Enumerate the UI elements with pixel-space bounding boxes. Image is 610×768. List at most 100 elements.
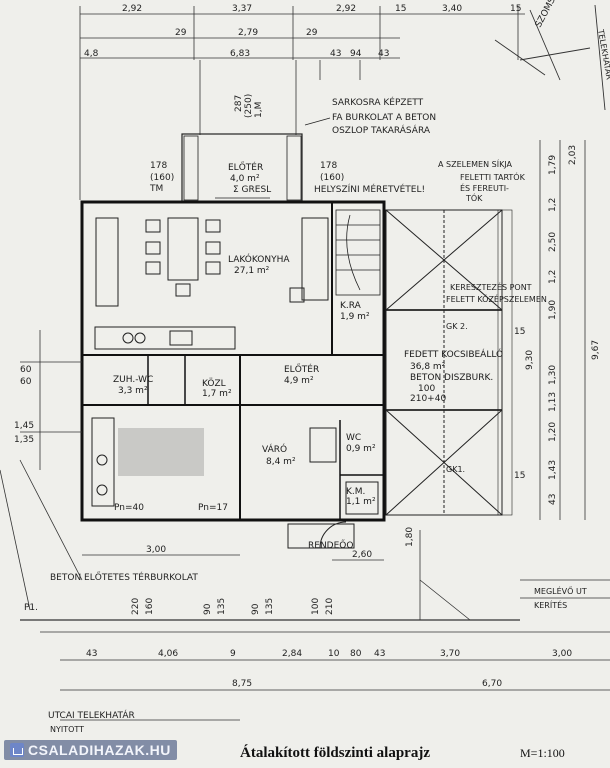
room-area-kamra: 1,9 m² <box>340 312 370 322</box>
room-name-eloter-mid: ELŐTÉR <box>284 363 319 375</box>
staircase <box>335 209 381 296</box>
section-p1: P1. <box>24 603 38 613</box>
label-gk2: GK 2. <box>446 322 468 331</box>
boundary-label: TELEKHATÁR <box>596 27 610 80</box>
dim-text: 94 <box>350 49 362 59</box>
room-name-varo: VÁRÓ <box>262 443 287 455</box>
dim-text: 1,90 <box>548 300 558 320</box>
logo-text: CSALADIHAZAK.HU <box>28 742 171 758</box>
dim-text: 3,37 <box>232 4 252 14</box>
dim-text: 3,40 <box>442 4 462 14</box>
room-area-wc: 0,9 m² <box>346 444 376 454</box>
note-p40: Pn=40 <box>114 503 144 513</box>
room-name-nappali: LAKÓKONYHA <box>228 253 290 265</box>
dim-text: TM <box>149 184 163 194</box>
note-kozepszelemen: FELETT KÖZÉPSZELEMEN <box>446 293 547 304</box>
room-name-kocsibeallo: FEDETT KOCSIBEÁLLÓ <box>404 348 503 360</box>
dim-text: 3,00 <box>552 649 572 659</box>
note-es-fereuti: ÉS FEREUTI- <box>460 182 509 193</box>
dim-text: 8,75 <box>232 679 252 689</box>
dim-text: 29 <box>175 28 187 38</box>
dim-text: 135 <box>217 598 227 615</box>
dim-text: 6,83 <box>230 49 250 59</box>
plan-scale: M=1:100 <box>520 746 565 760</box>
room-area-eloter-mid: 4,9 m² <box>284 376 314 386</box>
dim-text: 1,43 <box>548 460 558 480</box>
note-beton: BETON ELŐTETES TÉRBURKOLAT <box>50 571 198 583</box>
dim-text: 287 <box>234 95 244 112</box>
room-sub-kocsibeallo: BETON DISZBURK. <box>410 373 493 383</box>
dim-text: 43 <box>374 649 385 659</box>
dim-text: 15 <box>514 471 525 481</box>
leader-line <box>304 117 331 126</box>
note-feleti: FELETTI TARTÓK <box>460 171 526 182</box>
room-area-kocsibeallo: 36,8 m² <box>410 362 446 372</box>
dim-text: 135 <box>265 598 275 615</box>
note-szelemen: A SZELEMEN SÍKJA <box>438 158 513 169</box>
dim-text: 43 <box>548 494 558 505</box>
dim-text: 1,30 <box>548 365 558 385</box>
dim-text: 210+40 <box>410 394 446 404</box>
dim-text: 2,84 <box>282 649 302 659</box>
dim-text: 2,03 <box>568 145 578 165</box>
note-oszlop: OSZLOP TAKARÁSÁRA <box>332 124 431 136</box>
room-area-eloter-top: 4,0 m² <box>230 174 260 184</box>
dim-text: 1,45 <box>14 421 34 431</box>
room-name-kozl: KÖZL <box>202 378 226 389</box>
room-name-furdo: ZUH.-WC <box>113 375 153 385</box>
note-tok: TÓK <box>465 192 483 203</box>
note-keresztezes: KERESZTEZÉS PONT <box>450 281 532 292</box>
dim-text: 15 <box>510 4 521 14</box>
note-rendeco: RENDEŐO <box>308 540 353 551</box>
room-area-varo: 8,4 m² <box>266 457 296 467</box>
dim-text: 3,70 <box>440 649 460 659</box>
dim-text: (160) <box>320 173 344 183</box>
dim-text: 2,50 <box>548 232 558 252</box>
top-dimension-texts: 2,92 3,37 2,92 15 3,40 15 29 2,79 29 6,8… <box>84 4 521 59</box>
kitchen-furniture <box>94 217 329 350</box>
neighbor-label: SZOMSZÉD <box>532 0 567 29</box>
top-dimension-lines <box>79 6 525 200</box>
dim-text: 1,13 <box>548 392 558 412</box>
dim-text: 9 <box>230 649 236 659</box>
dim-text: 220 <box>131 598 141 615</box>
note-fa-burkolat: FA BURKOLAT A BETON <box>332 113 436 123</box>
dim-text: 1,20 <box>548 422 558 442</box>
dim-text: 1,2 <box>548 198 558 212</box>
right-dimension-line <box>539 140 586 520</box>
note-meglevo: MEGLÉVŐ UT <box>534 585 587 596</box>
bottom-dimension-lines <box>20 530 610 721</box>
room-name-km: K.M. <box>346 487 365 497</box>
label-gk1: GK1. <box>446 465 465 474</box>
dim-text: 60 <box>20 377 32 387</box>
dim-text: 9,67 <box>591 340 601 360</box>
dim-text: 2,92 <box>336 4 356 14</box>
note-helyszini: HELYSZÍNI MÉRETVÉTEL! <box>314 183 425 195</box>
neighbor-boundary-lines <box>494 4 606 111</box>
entrance-step <box>287 521 355 549</box>
dim-text: 2,79 <box>238 28 258 38</box>
note-sarkosra: SARKOSRA KÉPZETT <box>332 96 424 108</box>
room-area-km: 1,1 m² <box>346 497 376 507</box>
note-utcai: UTCAI TELEKHATÁR <box>48 709 135 721</box>
dim-text: 1,M <box>254 102 264 118</box>
note-p17: Pn=17 <box>198 503 228 513</box>
dim-text: 43 <box>86 649 97 659</box>
room-name-eloter-top: ELŐTÉR <box>228 161 263 173</box>
room-area-nappali: 27,1 m² <box>234 266 270 276</box>
dim-text: 29 <box>306 28 318 38</box>
redacted-area <box>118 428 204 476</box>
dim-text: (250) <box>244 94 254 118</box>
building-walls <box>80 200 386 522</box>
room-area-furdo: 3,3 m² <box>118 386 148 396</box>
dim-text: 160 <box>145 598 155 615</box>
dim-text: 1,79 <box>548 155 558 175</box>
dim-text: 100 <box>311 598 321 615</box>
site-logo: CSALADIHAZAK.HU <box>4 740 177 760</box>
dim-text: 60 <box>20 365 32 375</box>
room-area-kozl: 1,7 m² <box>202 389 232 399</box>
plan-title: Átalakított földszinti alaprajz <box>240 745 430 761</box>
dim-text: 80 <box>350 649 362 659</box>
dim-text: 4,06 <box>158 649 178 659</box>
